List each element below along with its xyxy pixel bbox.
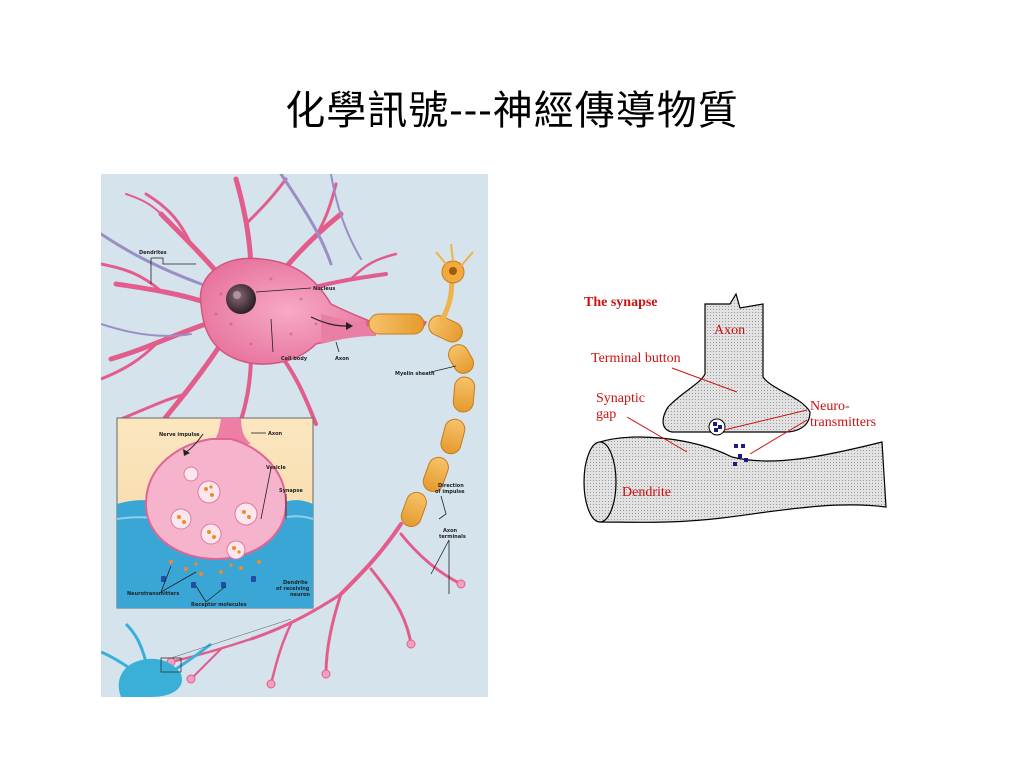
nucleolus	[233, 291, 241, 299]
synapse-diagram: The synapse Axon Terminal button Synapti…	[583, 292, 887, 523]
label-synaptic: Synaptic	[596, 391, 645, 406]
small-neuron-nucleus	[449, 267, 457, 275]
receiving-neuron	[101, 618, 292, 697]
axon-terminals	[169, 522, 463, 686]
neuron-illustration: Dendrites Nucleus Cell body Axon Myelin …	[101, 174, 488, 697]
leader-lines	[150, 257, 457, 603]
synapse-inset	[116, 417, 314, 609]
label-neurotransmitters: Neurotransmitters	[127, 591, 179, 597]
background-dendrites	[101, 174, 362, 337]
impulse-arrow-top	[310, 316, 347, 327]
label-dendrite: Dendrite	[622, 485, 671, 500]
label-receptor-molecules: Receptor molecules	[191, 602, 247, 608]
slide-title: 化學訊號---神經傳導物質	[285, 88, 739, 134]
synapse-heading: The synapse	[584, 295, 658, 310]
label-nucleus: Nucleus	[313, 286, 335, 292]
label-direction-2: of impulse	[435, 489, 465, 495]
small-neuron-dendrites	[435, 243, 474, 267]
label-terminal-button: Terminal button	[591, 351, 681, 366]
label-cell-body: Cell body	[281, 356, 308, 362]
label-dendrite-3: neuron	[290, 592, 310, 598]
dendrite-shape	[599, 436, 887, 523]
label-axon: Axon	[714, 323, 745, 338]
label-synapse: Synapse	[279, 488, 303, 494]
dendrite-end	[583, 441, 617, 523]
impulse-arrowhead-top	[346, 322, 353, 330]
label-gap: gap	[596, 407, 616, 422]
label-neuro: Neuro-	[810, 399, 850, 414]
label-direction-1: Direction	[438, 483, 464, 489]
axon-hillock	[321, 314, 376, 344]
label-axon-terminals-1: Axon	[443, 528, 458, 534]
label-dendrite-2: of receiving	[276, 586, 310, 592]
synapse-leader-lines	[626, 367, 808, 455]
terminal-buttons	[166, 579, 466, 689]
label-vesicle: Vesicle	[266, 465, 286, 471]
neurotransmitter-molecules	[708, 418, 748, 466]
label-nerve-impulse: Nerve impulse	[159, 432, 200, 438]
label-myelin-sheath: Myelin sheath	[395, 371, 435, 377]
nucleus	[226, 284, 256, 314]
label-axon: Axon	[335, 356, 350, 362]
cell-body-texture	[214, 277, 318, 346]
label-inset-axon: Axon	[268, 431, 283, 437]
myelin-sheath	[365, 313, 476, 528]
label-transmitters: transmitters	[810, 415, 876, 430]
axon-terminal-shape	[662, 292, 811, 433]
label-dendrites: Dendrites	[139, 250, 167, 256]
label-axon-terminals-2: terminals	[439, 534, 466, 540]
label-dendrite-1: Dendrite	[283, 580, 308, 586]
